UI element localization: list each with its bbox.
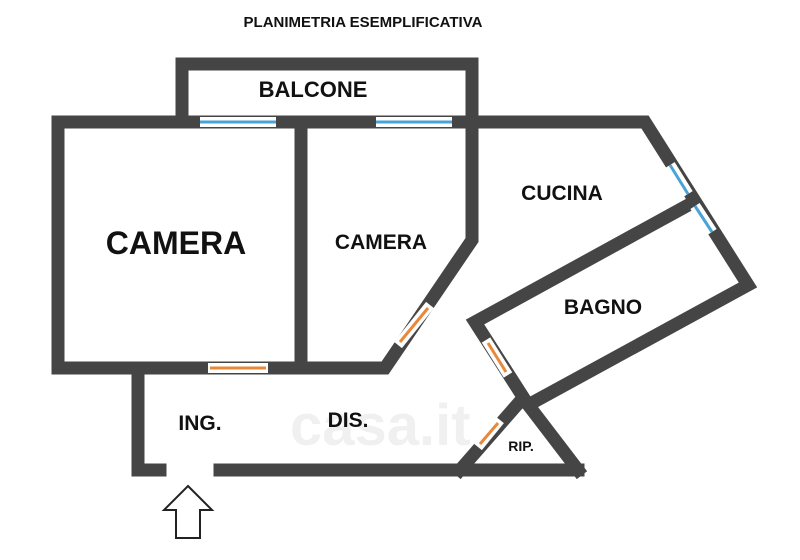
window-bagno-glass — [693, 205, 714, 233]
room-label-camera-small: CAMERA — [335, 231, 427, 254]
room-label-cucina: CUCINA — [521, 182, 603, 205]
room-label-bagno: BAGNO — [564, 296, 642, 319]
door-bagno-leaf — [486, 342, 508, 373]
outer-wall-top — [51, 115, 758, 413]
room-label-disimpegno: DIS. — [328, 409, 369, 432]
watermark: casa.it — [290, 393, 471, 458]
window-kitchen-glass — [668, 164, 690, 195]
balcony-wall — [175, 57, 479, 129]
windows — [200, 117, 717, 236]
door-rip-leaf — [478, 422, 500, 445]
entrance-arrow-icon — [161, 484, 215, 539]
room-label-ingresso: ING. — [178, 412, 221, 435]
doors — [208, 301, 513, 451]
plan-title: PLANIMETRIA ESEMPLIFICATIVA — [244, 14, 483, 31]
room-label-camera-large: CAMERA — [106, 225, 246, 261]
room-label-balcone: BALCONE — [259, 77, 368, 102]
rip-wall — [450, 387, 588, 480]
entrance-wall — [131, 365, 167, 477]
door-camera-small-leaf — [398, 307, 430, 343]
room-label-ripostiglio: RIP. — [508, 438, 533, 454]
